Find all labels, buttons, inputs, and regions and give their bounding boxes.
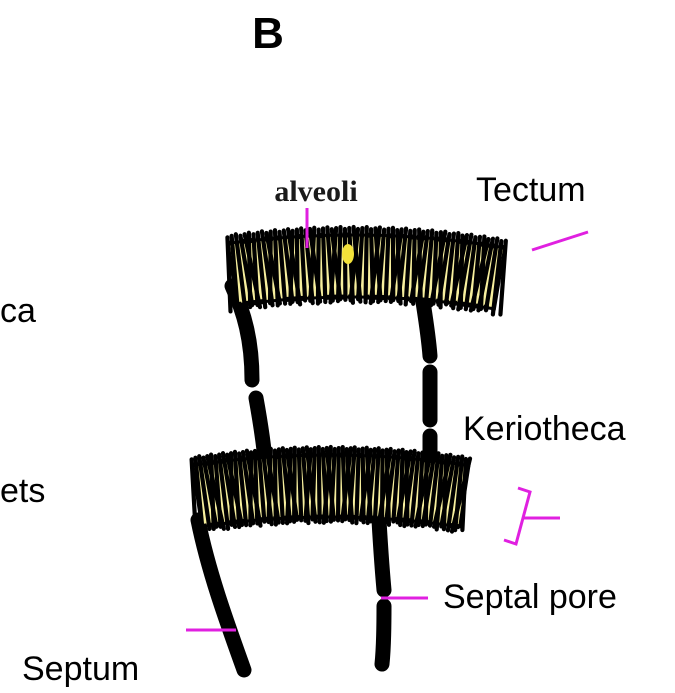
clipped-label-ca: ca [0,292,36,330]
upper-wall-columella [249,233,250,307]
septum-label: Septum [22,650,139,688]
lower-wall-columella [356,449,358,523]
tectum-label: Tectum [476,171,586,209]
upper-wall-columella [290,231,292,304]
lower-wall-columella [211,455,214,529]
septal-pore-label: Septal pore [443,578,617,616]
panel-letter: B [252,9,284,58]
lower-wall-columella [269,449,271,522]
lower-wall-columella [255,451,257,523]
alveolus-highlight [342,244,354,264]
upper-wall-columella [318,230,319,304]
lower-wall-columella [294,448,295,522]
lower-wall-columella [250,452,251,525]
septum-lower-right-b [382,606,384,664]
lower-wall-layer [192,447,470,533]
lower-wall-columella [231,453,232,525]
keriotheca-label: Keriotheca [463,410,626,448]
tectum-leader [532,232,588,250]
upper-wall-columella [275,230,278,305]
lower-wall-columella [312,448,314,519]
upper-wall-columella [366,227,367,302]
upper-wall-columella [323,228,325,302]
lower-wall-columella [275,451,276,525]
septum-lower-left [198,520,244,670]
upper-wall-columella [345,229,346,300]
upper-wall-columella [297,230,298,302]
upper-wall-columella [270,232,271,304]
lower-wall-columella [338,448,339,520]
keriotheca-bracket [504,488,530,544]
clipped-label-ets: ets [0,472,45,510]
alveoli-label: alveoli [274,175,357,208]
lower-wall-columella [319,447,320,522]
lower-wall-columella [299,450,301,521]
upper-wall-columella [386,229,389,301]
upper-wall-layer [227,227,505,315]
upper-wall-columella [338,227,341,301]
